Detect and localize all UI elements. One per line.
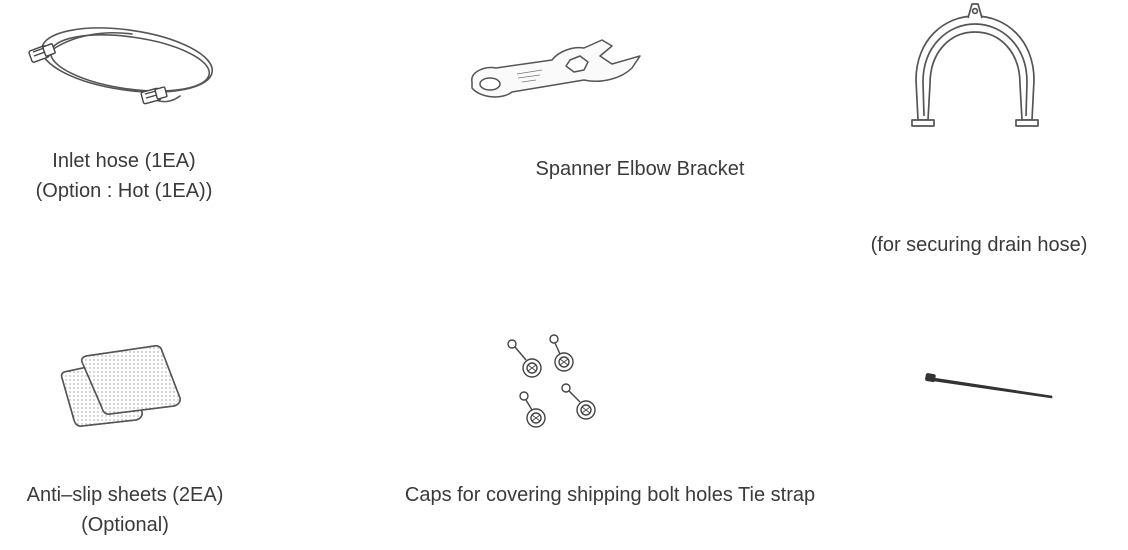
spanner-caption: Spanner Elbow Bracket: [490, 154, 790, 184]
anti-slip-sheets-label: Anti–slip sheets (2EA): [26, 484, 224, 506]
inlet-hose-option-label: (Option : Hot (1EA)): [35, 180, 213, 202]
anti-slip-optional-label: (Optional): [81, 514, 169, 536]
caps-tie-strap-label: Caps for covering shipping bolt holes Ti…: [404, 484, 816, 506]
caps-tie-strap-caption: Caps for covering shipping bolt holes Ti…: [330, 480, 890, 510]
elbow-bracket-icon: [900, 0, 1050, 132]
inlet-hose-icon: [22, 18, 222, 113]
inlet-hose-caption: Inlet hose (1EA) (Option : Hot (1EA)): [0, 146, 248, 206]
spanner-elbow-bracket-label: Spanner Elbow Bracket: [535, 158, 745, 180]
elbow-bracket-caption: (for securing drain hose): [830, 230, 1128, 260]
anti-slip-caption: Anti–slip sheets (2EA) (Optional): [0, 480, 270, 540]
anti-slip-sheets-icon: [60, 342, 190, 427]
inlet-hose-label: Inlet hose (1EA): [52, 150, 196, 172]
tie-strap-icon: [922, 368, 1062, 408]
securing-drain-hose-label: (for securing drain hose): [870, 234, 1088, 256]
spanner-icon: [462, 30, 647, 105]
bolt-hole-caps-icon: [502, 334, 612, 434]
